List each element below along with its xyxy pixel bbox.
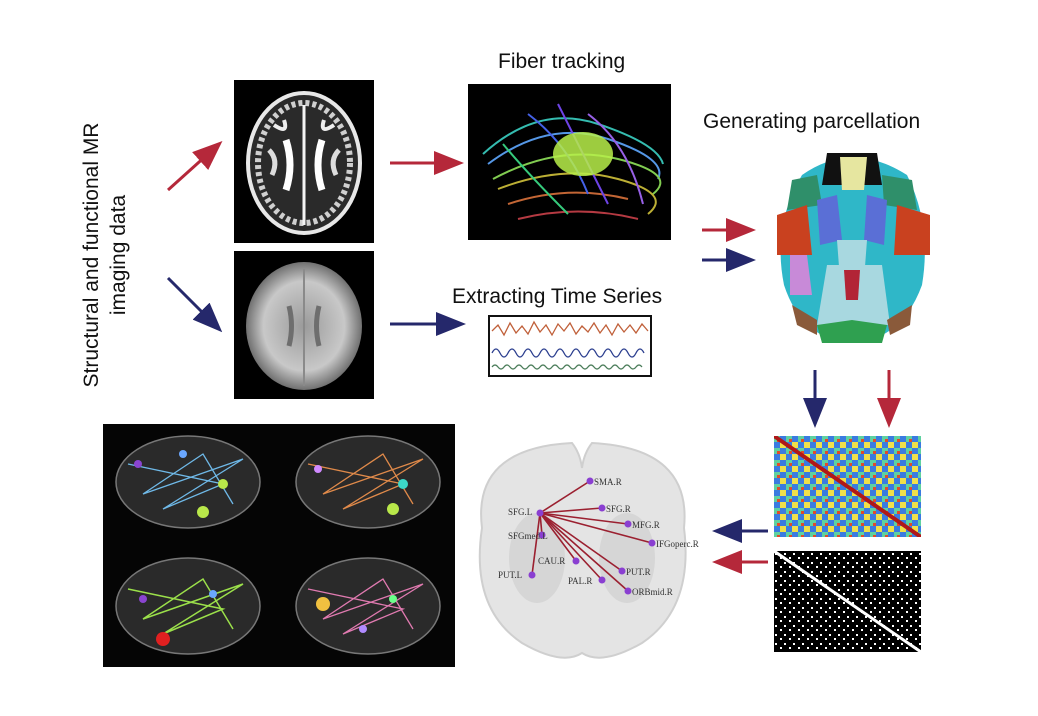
structural-mri-image [234,80,374,243]
time-series-image [488,315,652,377]
binary-matrix-icon [774,551,921,652]
brain-scan-structural-icon [234,80,374,243]
region-label: PUT.R [626,567,651,577]
region-node [529,572,536,579]
network-green [116,558,260,654]
region-node [625,521,632,528]
connectivity-matrix-icon [774,436,921,537]
region-node [599,577,606,584]
region-node [625,588,632,595]
region-label-center: SFG.L [508,507,532,517]
region-node [619,568,626,575]
glass-brain-networks-image [103,424,455,667]
region-node [599,505,606,512]
parcellation-image [772,145,934,345]
glass-brain-networks-icon [103,424,455,667]
region-label: PAL.R [568,576,592,586]
arrow-to-structural [168,145,218,190]
tractography-icon [468,84,671,240]
region-label: CAU.R [538,556,565,566]
region-label: IFGoperc.R [656,539,699,549]
region-node [587,478,594,485]
region-node [649,540,656,547]
arrow-to-functional [168,278,218,328]
region-node-center [537,510,544,517]
region-label: SFG.R [606,504,631,514]
region-label: PUT.L [498,570,522,580]
region-label: MFG.R [632,520,660,530]
parcellation-atlas-icon [772,145,934,345]
region-label: ORBmid.R [632,587,673,597]
binary-matrix-image [774,551,921,652]
connectivity-matrix-image [774,436,921,537]
functional-mri-image [234,251,374,399]
network-pink [296,558,440,654]
region-label: SFGmed.L [508,531,548,541]
network-orange [296,436,440,528]
region-node [573,558,580,565]
fiber-tracking-image [468,84,671,240]
brain-scan-functional-icon [234,251,374,399]
time-series-plot-icon [490,317,650,375]
region-label: SMA.R [594,477,622,487]
network-blue [116,436,260,528]
